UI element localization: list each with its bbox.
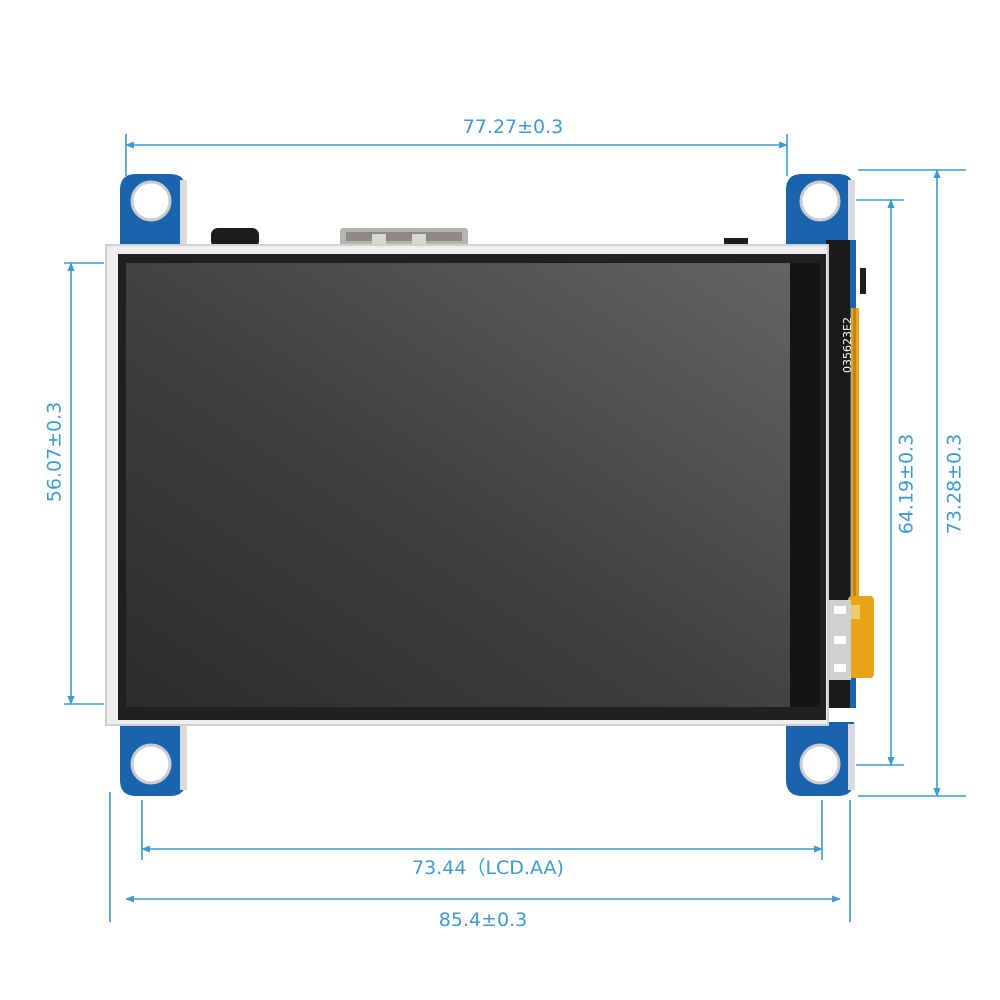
dim-label-right-outer-height: 73.28±0.3 [944,434,966,535]
audio-jack [211,228,259,248]
chip-label: 035623E2 [841,317,854,373]
mounting-hole [799,743,841,785]
switch-component [724,238,748,248]
dimension-lines [64,134,966,922]
dim-label-overall-width: 85.4±0.3 [439,909,527,931]
lcd-active-area [126,263,790,707]
dim-label-top-width: 77.27±0.3 [463,116,564,138]
lcd-module [105,244,829,726]
mounting-hole [130,743,172,785]
dim-label-lcd-active-area: 73.44（LCD.AA) [412,857,564,879]
dim-label-right-inner-height: 64.19±0.3 [896,434,918,535]
mounting-hole [130,180,172,222]
top-connectors [211,228,748,248]
mounting-hole [799,180,841,222]
flex-cable [829,268,874,680]
dim-label-left-height: 56.07±0.3 [44,402,66,503]
